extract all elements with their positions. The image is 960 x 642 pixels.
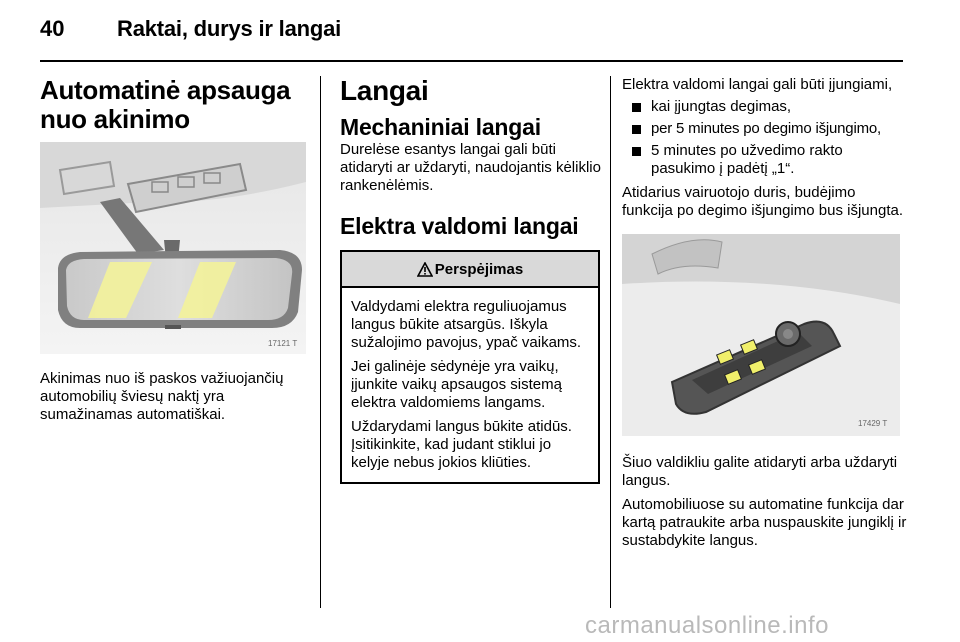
list-item: 5 minutes po užvedimo rakto pasukimo į p… <box>622 142 908 178</box>
rearview-mirror-image: 17121 T <box>40 142 306 354</box>
switch-caption: Šiuo valdikliu galite atidaryti arba užd… <box>622 454 898 489</box>
warning-paragraph-2: Jei galinėje sėdynėje yra vaikų, įjunkit… <box>351 358 562 411</box>
column-divider-left <box>320 76 321 608</box>
figure-id-switch: 17429 T <box>858 419 887 428</box>
auto-function-text: Automobiliuose su automatine funkcija da… <box>622 496 907 549</box>
page-header: 40 Raktai, durys ir langai <box>0 0 960 58</box>
chapter-title: Raktai, durys ir langai <box>117 16 342 41</box>
column-divider-right <box>610 76 611 608</box>
conditions-list: kai įjungtas degimas, per 5 minutes po d… <box>622 98 908 178</box>
window-switch-image: 17429 T <box>622 234 900 436</box>
warning-paragraph-1: Valdydami elektra reguliuojamus langus b… <box>351 298 582 351</box>
anti-glare-description: Akinimas nuo iš paskos važiuojančių auto… <box>40 370 284 423</box>
column-1: Automatinė apsauga nuo akinimo <box>40 76 306 424</box>
mirror-illustration: 17121 T <box>40 142 306 354</box>
header-rule <box>40 60 903 62</box>
subheading-manual-windows: Mechaniniai langai <box>340 114 541 140</box>
page-number: 40 <box>40 16 65 41</box>
power-windows-intro: Elektra valdomi langai gali būti įjungia… <box>622 76 893 93</box>
window-switch-illustration: 17429 T <box>622 234 900 436</box>
warning-header: Perspėjimas <box>342 252 598 288</box>
subheading-power-windows: Elektra valdomi langai <box>340 213 579 239</box>
warning-paragraph-3: Uždarydami langus būkite atidūs. Įsitiki… <box>351 418 572 471</box>
figure-id-mirror: 17121 T <box>268 339 297 348</box>
warning-body: Valdydami elektra reguliuojamus langus b… <box>342 288 598 482</box>
section-heading-anti-glare: Automatinė apsauga nuo akinimo <box>40 75 291 134</box>
column-2: Langai Mechaniniai langai Durelėse esant… <box>340 76 602 484</box>
section-heading-windows: Langai <box>340 75 429 106</box>
list-item: per 5 minutes po degimo išjungimo, <box>622 120 908 138</box>
warning-title: Perspėjimas <box>434 260 524 278</box>
watermark: carmanualsonline.info <box>585 612 829 639</box>
standby-text: Atidarius vairuotojo duris, budėjimo fun… <box>622 184 903 219</box>
warning-box: Perspėjimas Valdydami elektra reguliuoja… <box>340 250 600 484</box>
column-3: Elektra valdomi langai gali būti įjungia… <box>622 76 908 550</box>
warning-icon <box>416 261 433 277</box>
manual-windows-text: Durelėse esantys langai gali būti atidar… <box>340 141 601 194</box>
list-item: kai įjungtas degimas, <box>622 98 908 116</box>
